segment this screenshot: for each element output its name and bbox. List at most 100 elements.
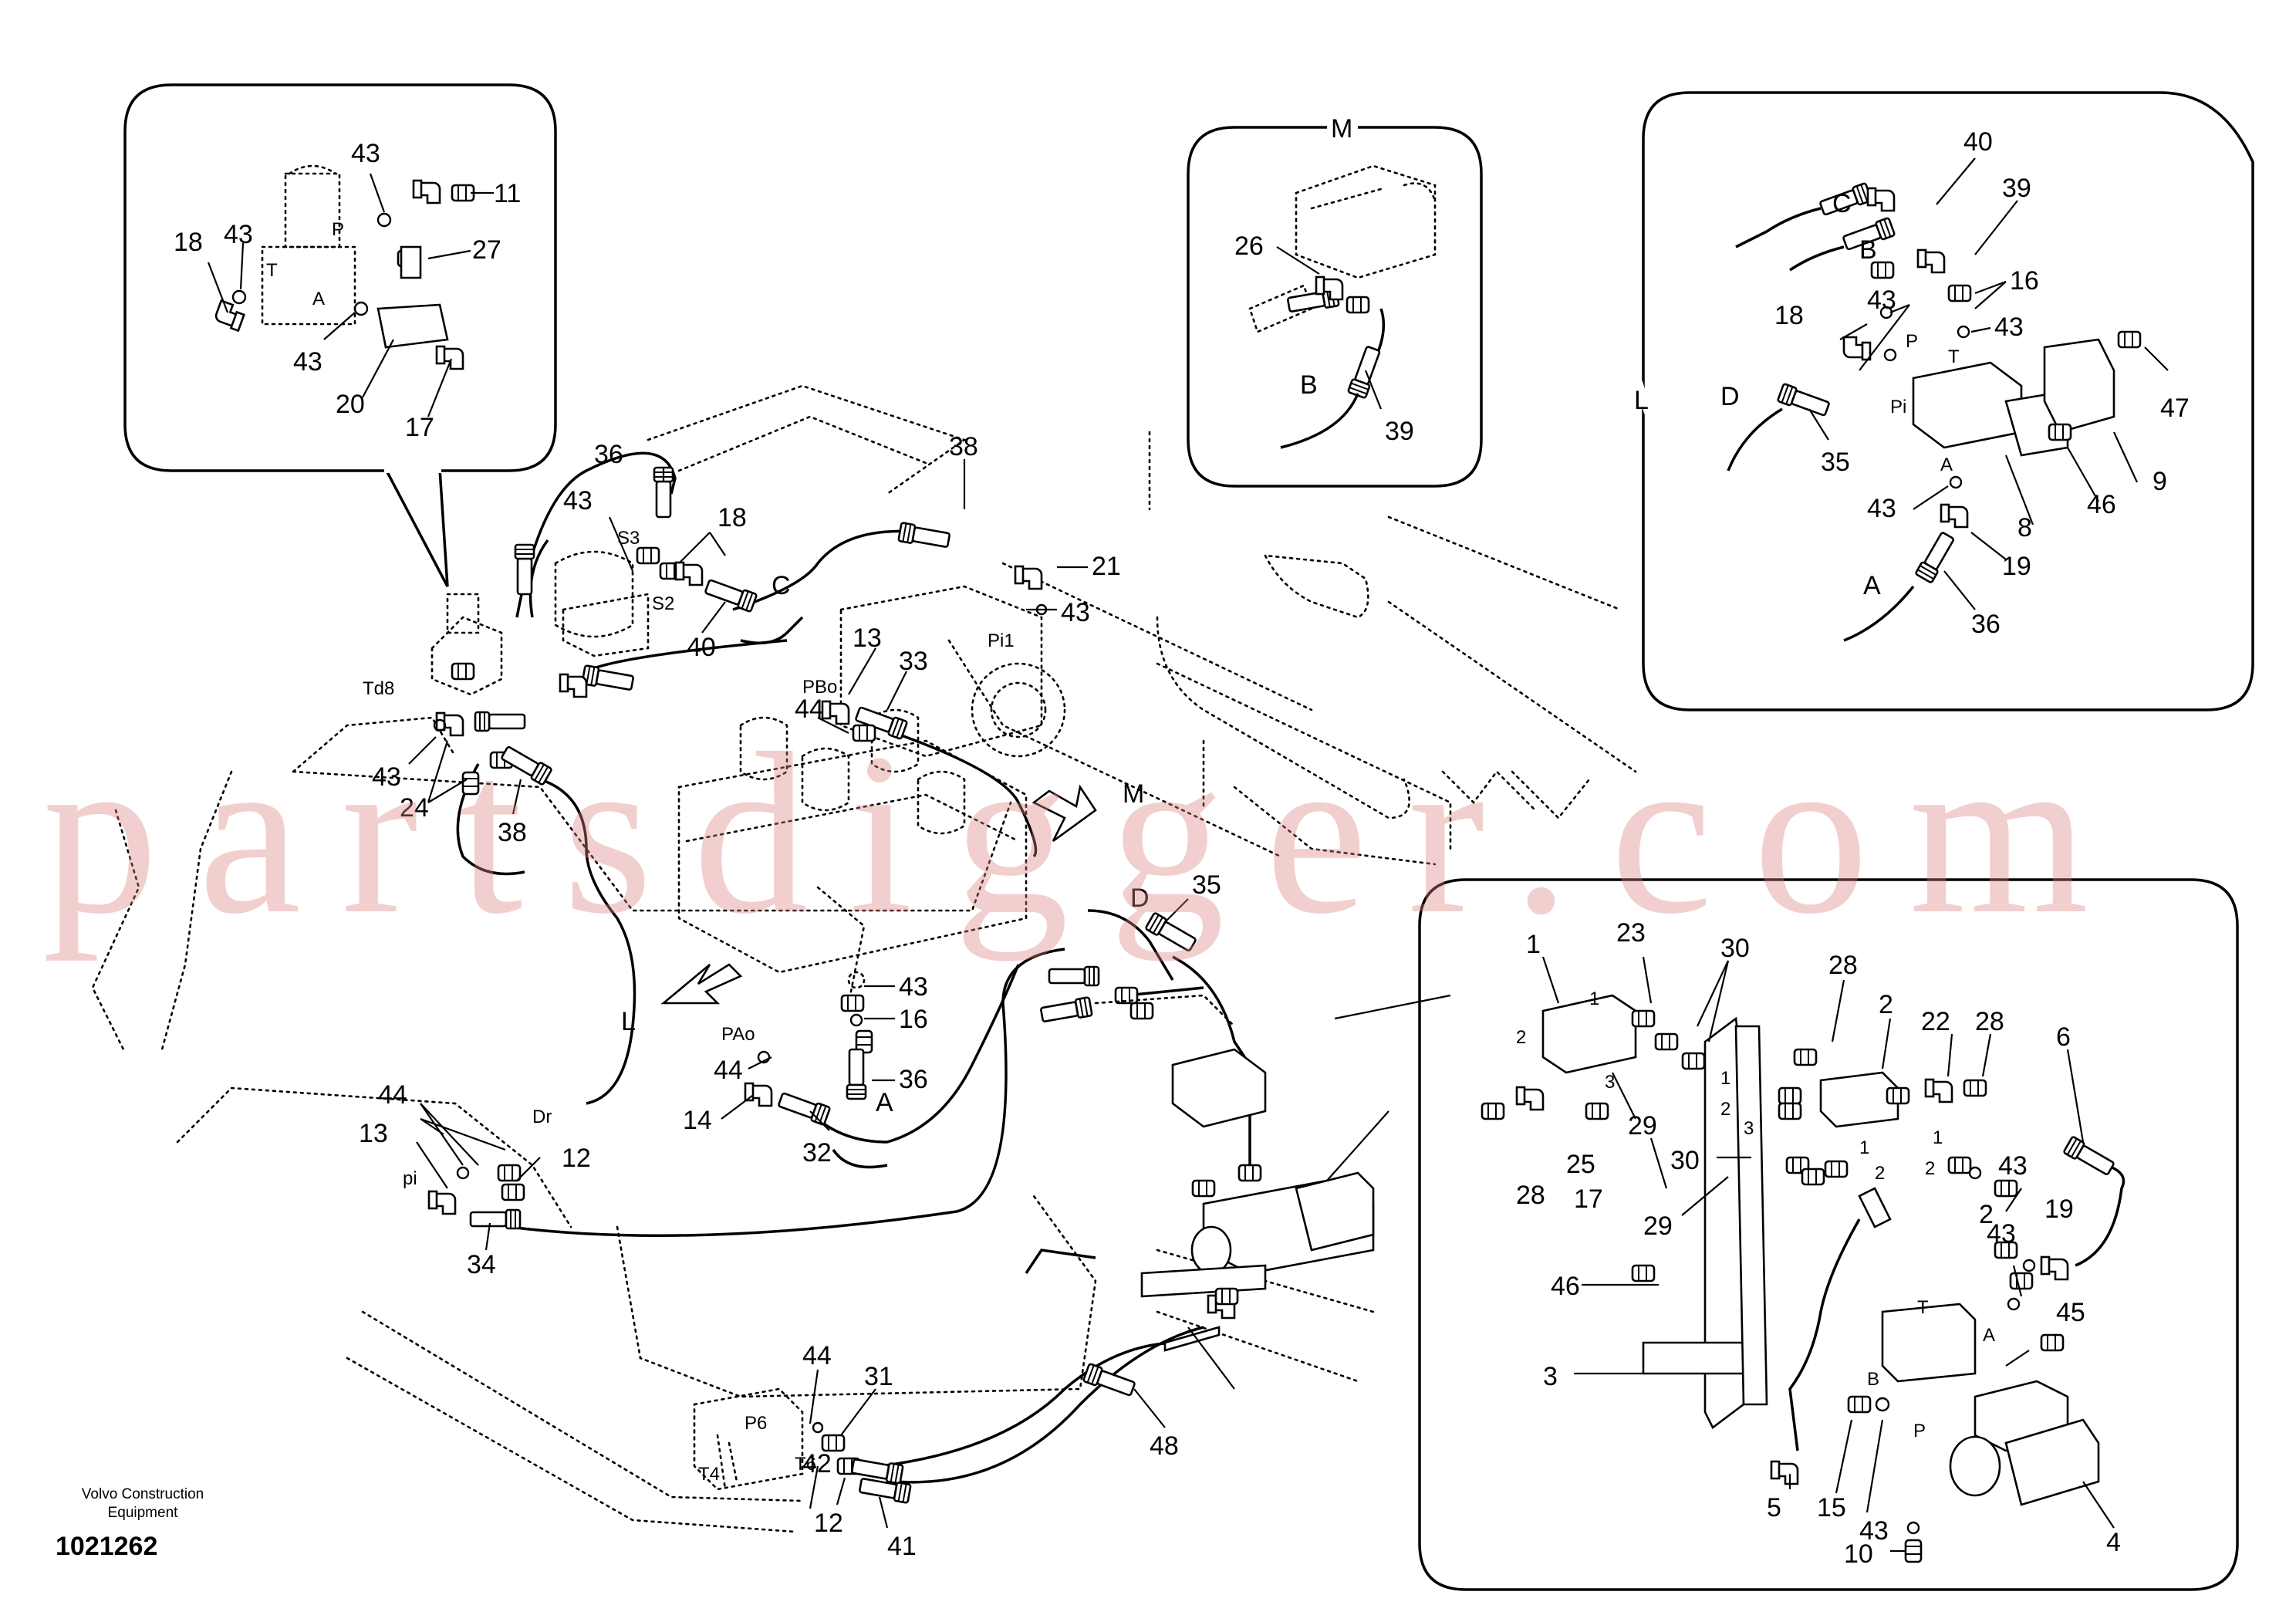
callout: 18 [718,503,747,532]
view-arrows [660,784,1097,1005]
brand-label: Volvo Construction Equipment [54,1485,231,1522]
callout: 21 [1092,552,1121,581]
callout: 43 [224,220,253,249]
callout: 12 [814,1509,843,1538]
callout: 31 [864,1362,893,1391]
callout: 43 [1867,286,1896,315]
callout: 43 [1867,494,1896,523]
drawing-number: 1021262 [56,1532,158,1561]
callout: 29 [1643,1211,1673,1241]
callout: 44 [795,694,824,724]
callout: 2 [1979,1200,1994,1229]
callout: 43 [293,347,322,377]
callout: 26 [1234,231,1264,261]
callout: 48 [1150,1431,1179,1461]
callout: 30 [1720,934,1750,963]
callout: 40 [1963,127,1993,157]
detail-top-left-labels: 43 11 18 43 27 43 20 17 P T A [174,139,521,442]
port-label: 1 [1933,1127,1943,1148]
callout: 43 [1998,1151,2028,1181]
callout: 13 [853,623,882,653]
callout: 5 [1767,1493,1781,1522]
port-label: PBo [802,677,837,698]
callout: 43 [351,139,380,168]
callout: 1 [1526,930,1541,959]
callout: 11 [494,179,521,208]
background-structure [91,384,1637,1533]
callout: 39 [1385,417,1414,446]
port-label: A [1983,1325,1995,1346]
port-label: P6 [745,1413,767,1434]
callout: 14 [683,1106,712,1135]
solenoid-block-main [430,550,650,696]
callout: 43 [1994,313,2024,342]
callout: 30 [1670,1146,1700,1175]
callout: 20 [336,390,365,419]
callout: 4 [2106,1528,2121,1557]
main-port-labels: S3 S2 C Pi1 PBo Td8 PAo A D Dr pi P6 T6 … [363,528,1150,1485]
callout: 32 [802,1138,832,1168]
callout: 16 [2010,266,2039,296]
callout: 22 [1921,1007,1950,1036]
port-label: P [1913,1421,1926,1441]
callout: 43 [372,762,401,792]
callout: 24 [400,793,429,823]
callout: 10 [1844,1539,1873,1569]
detail-m-labels: M 26 39 B [1234,114,1414,446]
port-label: B [1859,235,1877,265]
callout: 18 [1774,301,1804,330]
callout: 27 [472,235,501,265]
solenoid-valve-main [1094,994,1375,1306]
port-label: S2 [652,593,674,614]
detail-m [1187,124,1483,488]
callout: 12 [562,1144,591,1173]
port-label: P [1906,331,1918,352]
port-label: Td8 [363,678,394,699]
port-label: T [1917,1297,1929,1318]
port-label: 1 [1720,1068,1730,1089]
port-label: 1 [1859,1137,1869,1158]
callout: 43 [1061,598,1090,627]
port-label: B [1867,1369,1879,1390]
callout: 25 [1566,1150,1595,1179]
main-view [91,384,1637,1533]
port-label: T [1948,346,1960,367]
callout: 19 [2044,1195,2074,1224]
callout: 47 [2160,394,2190,423]
port-label: 2 [1720,1099,1730,1120]
port-label: PAo [721,1024,755,1045]
callout: 8 [2017,513,2032,542]
view-marker-l: L [621,1007,636,1036]
port-label: D [1720,382,1740,411]
port-label: A [1940,454,1953,475]
callout: 35 [1192,870,1221,900]
port-label: 3 [1744,1118,1754,1139]
hoses-main [456,451,1251,1484]
callout: 35 [1821,448,1850,477]
callout: 36 [1971,610,2001,639]
callout: 36 [594,440,623,469]
port-label: A [876,1088,893,1117]
port-label: 1 [1589,988,1599,1009]
callout: 44 [378,1080,407,1110]
callout: 16 [899,1005,928,1034]
callout: 43 [563,486,593,515]
callout: 38 [949,432,978,461]
callout: 15 [1817,1493,1846,1522]
detail-l [1635,91,2254,711]
callout: 19 [2002,552,2031,581]
port-label: pi [403,1168,417,1189]
bottom-block [693,1387,804,1491]
detail-l-labels: L 40 39 16 43 43 18 47 35 9 46 8 43 19 3… [1634,127,2190,639]
callout: 36 [899,1065,928,1094]
brand-line-1: Volvo Construction [81,1486,204,1502]
fittings-main [427,466,1236,1505]
callout: 2 [1879,990,1893,1019]
callout: 43 [899,972,928,1002]
callout: 28 [1975,1007,2004,1036]
callout: 38 [498,818,527,847]
detail-bottom-right-labels: 1 23 30 28 2 22 28 6 2 29 28 25 17 30 43… [1516,918,2121,1569]
callout: 42 [802,1449,832,1478]
callout: 44 [802,1341,832,1370]
port-label: T4 [698,1464,720,1485]
